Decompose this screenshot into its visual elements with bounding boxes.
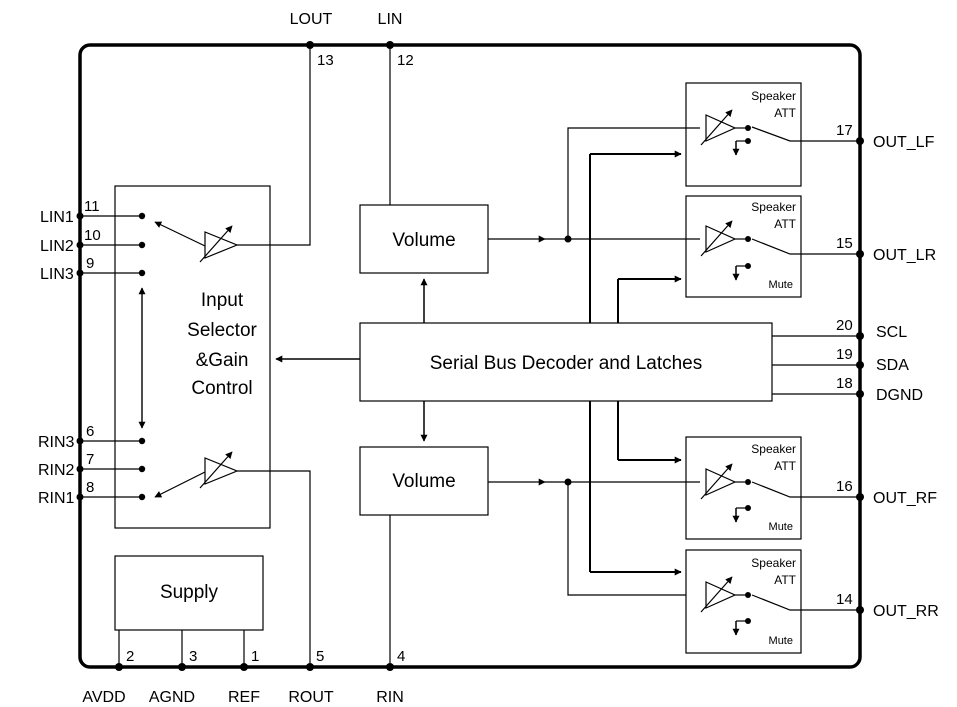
svg-text:ATT: ATT <box>774 459 796 473</box>
pin-rin2-label: RIN2 <box>38 462 75 479</box>
pin-rin-label: RIN <box>376 689 404 706</box>
pin-sda-label: SDA <box>876 357 909 374</box>
volume-top-label: Volume <box>392 230 455 251</box>
left-pins: LIN1 11 LIN2 10 LIN3 9 RIN3 6 RIN2 7 RIN… <box>38 198 101 507</box>
bottom-pins: 2 3 1 5 4 AVDD AGND REF ROUT RIN <box>82 648 405 706</box>
svg-text:Mute: Mute <box>769 521 793 533</box>
speaker-att-rr: Speaker ATT Mute <box>685 549 864 654</box>
pin-avdd-label: AVDD <box>82 689 125 706</box>
speaker-att-rf: Speaker ATT Mute <box>685 436 864 540</box>
speaker-att-lr: Speaker ATT Mute <box>685 195 864 298</box>
pin-rin3-label: RIN3 <box>38 434 75 451</box>
pin-out-lr-label: OUT_LR <box>873 247 936 264</box>
pin-dgnd-label: DGND <box>876 387 923 404</box>
pin-rout-label: ROUT <box>288 689 334 706</box>
svg-text:ATT: ATT <box>774 573 796 587</box>
top-pins: LOUT 13 LIN 12 <box>290 11 414 205</box>
speaker-att-lf: Speaker ATT <box>685 82 864 187</box>
pin-scl-label: SCL <box>876 324 907 341</box>
pin-rin1-num: 8 <box>86 479 94 496</box>
pin-lin3-label: LIN3 <box>40 266 74 283</box>
pin-rin3-num: 6 <box>86 423 94 440</box>
pin-lin1-num: 11 <box>84 198 100 215</box>
volume-bottom-block: Volume <box>359 446 489 667</box>
pin-sda-num: 19 <box>836 346 853 363</box>
volume-bottom-label: Volume <box>392 471 455 492</box>
input-selector-line-1: Input <box>201 290 244 311</box>
pin-lin1-label: LIN1 <box>40 209 74 226</box>
pin-scl-num: 20 <box>836 317 853 334</box>
pin-out-lf-label: OUT_LF <box>873 134 935 151</box>
svg-text:Speaker: Speaker <box>751 442 796 456</box>
svg-text:Mute: Mute <box>769 635 793 647</box>
pin-avdd-num: 2 <box>126 648 134 665</box>
volume-top-block: Volume <box>359 204 489 274</box>
pin-rout-num: 5 <box>316 648 324 665</box>
svg-text:Speaker: Speaker <box>751 556 796 570</box>
input-selector-block: Input Selector &Gain Control <box>76 45 311 667</box>
svg-text:Mute: Mute <box>769 279 793 291</box>
pin-dgnd-num: 18 <box>836 375 853 392</box>
pin-ref-num: 1 <box>251 648 259 665</box>
svg-text:ATT: ATT <box>774 106 796 120</box>
pin-out-rr-num: 14 <box>836 591 853 608</box>
svg-text:Speaker: Speaker <box>751 89 796 103</box>
input-selector-line-4: Control <box>191 378 252 399</box>
pin-lin2-num: 10 <box>84 227 101 244</box>
pin-lin-label: LIN <box>378 11 403 28</box>
pin-rin-num: 4 <box>397 648 405 665</box>
input-selector-line-2: Selector <box>187 320 257 341</box>
right-pins: 17 OUT_LF 15 OUT_LR 20 SCL 19 SDA 18 DGN… <box>836 122 939 620</box>
decoder-label: Serial Bus Decoder and Latches <box>430 353 703 374</box>
svg-text:Speaker: Speaker <box>751 200 796 214</box>
input-selector-line-3: &Gain <box>196 350 249 371</box>
pin-lin3-num: 9 <box>86 255 94 272</box>
pin-lout-label: LOUT <box>290 11 333 28</box>
pin-lin2-label: LIN2 <box>40 238 74 255</box>
pin-lout-num: 13 <box>317 52 334 69</box>
pin-ref-label: REF <box>228 689 260 706</box>
chip-outline <box>78 43 862 669</box>
pin-out-rr-label: OUT_RR <box>873 603 939 620</box>
pin-lin-num: 12 <box>397 52 414 69</box>
pin-agnd-num: 3 <box>189 648 197 665</box>
junction-dots <box>564 235 572 486</box>
signal-routing <box>488 127 700 596</box>
svg-text:ATT: ATT <box>774 217 796 231</box>
pin-agnd-label: AGND <box>149 689 195 706</box>
supply-label: Supply <box>160 582 219 603</box>
supply-block: Supply <box>114 555 264 667</box>
pin-out-rf-num: 16 <box>836 478 853 495</box>
pin-rin1-label: RIN1 <box>38 490 75 507</box>
pin-out-lr-num: 15 <box>836 235 853 252</box>
pin-rin2-num: 7 <box>86 451 94 468</box>
pin-out-rf-label: OUT_RF <box>873 490 937 507</box>
decoder-block: Serial Bus Decoder and Latches <box>275 278 860 442</box>
pin-out-lf-num: 17 <box>836 122 853 139</box>
